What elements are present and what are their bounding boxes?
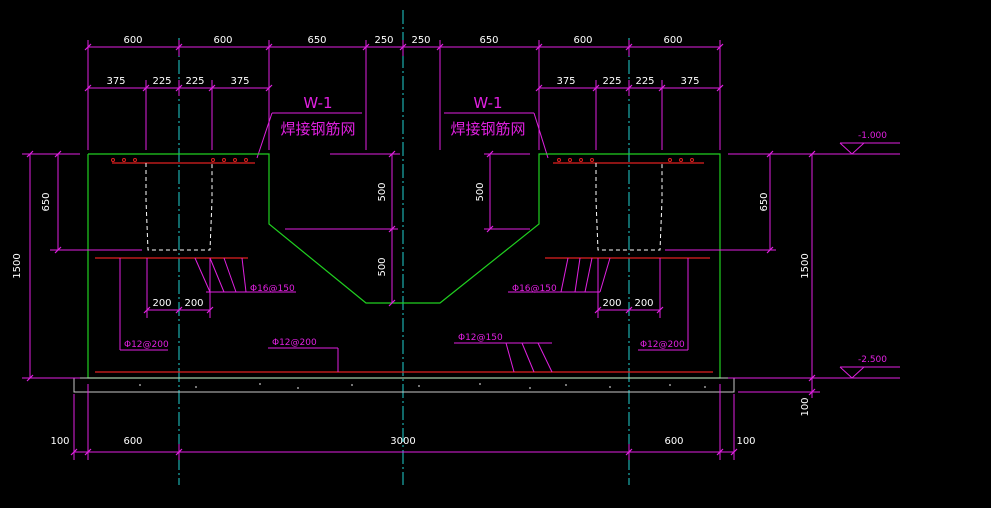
dim-bar-spacing-left-1: 200: [152, 298, 171, 309]
anchor-pocket-left: [145, 163, 213, 251]
dim-slope-right: 500: [475, 182, 486, 201]
dim-total-left: 1500: [12, 253, 23, 278]
rebar-dots-left: [111, 158, 248, 162]
rebar-dots-right: [557, 158, 694, 162]
dim-slope-lower: 500: [377, 257, 388, 276]
dim-top-outer-4: 250: [374, 35, 393, 46]
anchor-pocket-right: [595, 163, 663, 251]
foundation-outline: [87, 153, 721, 379]
dim-bottom-pad-right: 100: [736, 436, 755, 447]
slope-dimension-center: 500 500: [285, 150, 400, 307]
dim-top-inner-8: 375: [680, 76, 699, 87]
dim-bottom-right: 600: [664, 436, 683, 447]
bottom-bar-label-right: Φ12@200: [640, 340, 685, 350]
dim-bar-spacing-right-1: 200: [602, 298, 621, 309]
mesh-label-left: W-1 焊接钢筋网: [256, 94, 362, 159]
dim-top-inner-7: 225: [635, 76, 654, 87]
dim-top-outer-6: 650: [479, 35, 498, 46]
bottom-bar-label-mid-right: Φ12@150: [458, 333, 503, 343]
top-outer-dimension-chain: 600 600 650 250 250 650 600 600: [84, 35, 724, 150]
left-depth-dimension: 1500 650: [12, 150, 142, 382]
dim-total-right: 1500: [800, 253, 811, 278]
dim-top-inner-4: 375: [230, 76, 249, 87]
dim-top-outer-7: 600: [573, 35, 592, 46]
slope-dimension-right: 500: [475, 150, 530, 233]
concrete-pad: [73, 377, 735, 393]
top-inner-dimension-chain: 375 225 225 375 375 225 225 375: [84, 76, 724, 150]
dim-top-outer-1: 600: [123, 35, 142, 46]
dim-bar-spacing-left-2: 200: [184, 298, 203, 309]
bottom-bar-callout-mid: Φ12@200: [268, 338, 339, 372]
dim-top-inner-1: 375: [106, 76, 125, 87]
dim-top-outer-5: 250: [411, 35, 430, 46]
dim-pad-right: 100: [800, 397, 811, 416]
mesh-id-left: W-1: [303, 94, 332, 112]
dim-top-outer-8: 600: [663, 35, 682, 46]
bottom-bar-label-left: Φ12@200: [124, 340, 169, 350]
dim-top-inner-5: 375: [556, 76, 575, 87]
dim-depth-left: 650: [41, 192, 52, 211]
rebar-callout-left: Φ16@150 200 200 Φ12@200: [119, 257, 296, 351]
dim-depth-right: 650: [759, 192, 770, 211]
dim-top-inner-2: 225: [152, 76, 171, 87]
rebar-callout-right: Φ16@150 200 200 Φ12@200: [508, 257, 689, 351]
right-depth-dimension: 650 1500 100: [665, 150, 900, 417]
dim-bar-spacing-right-2: 200: [634, 298, 653, 309]
dim-bottom-left: 600: [123, 436, 142, 447]
dim-top-outer-2: 600: [213, 35, 232, 46]
elevation-bottom: -2.500: [858, 355, 887, 365]
dim-slope-upper: 500: [377, 182, 388, 201]
bottom-bar-callout-mid-right: Φ12@150: [454, 333, 553, 373]
rebar-label-left: Φ16@150: [250, 284, 295, 294]
mesh-id-right: W-1: [473, 94, 502, 112]
dim-bottom-pad-left: 100: [50, 436, 69, 447]
rebar-label-right: Φ16@150: [512, 284, 557, 294]
elevation-mark-top: -1.000: [839, 131, 900, 155]
mesh-name-left: 焊接钢筋网: [280, 120, 355, 138]
elevation-top: -1.000: [858, 131, 887, 141]
dim-bottom-total: 3000: [390, 436, 415, 447]
mesh-name-right: 焊接钢筋网: [450, 120, 525, 138]
mesh-label-right: W-1 焊接钢筋网: [444, 94, 549, 159]
bottom-bar-label-mid: Φ12@200: [272, 338, 317, 348]
bottom-dimension-chain: 100 600 3000 600 100: [50, 384, 756, 460]
dim-top-inner-3: 225: [185, 76, 204, 87]
elevation-mark-bottom: -2.500: [839, 355, 900, 379]
dim-top-outer-3: 650: [307, 35, 326, 46]
pad-aggregate: [139, 383, 706, 389]
dim-top-inner-6: 225: [602, 76, 621, 87]
